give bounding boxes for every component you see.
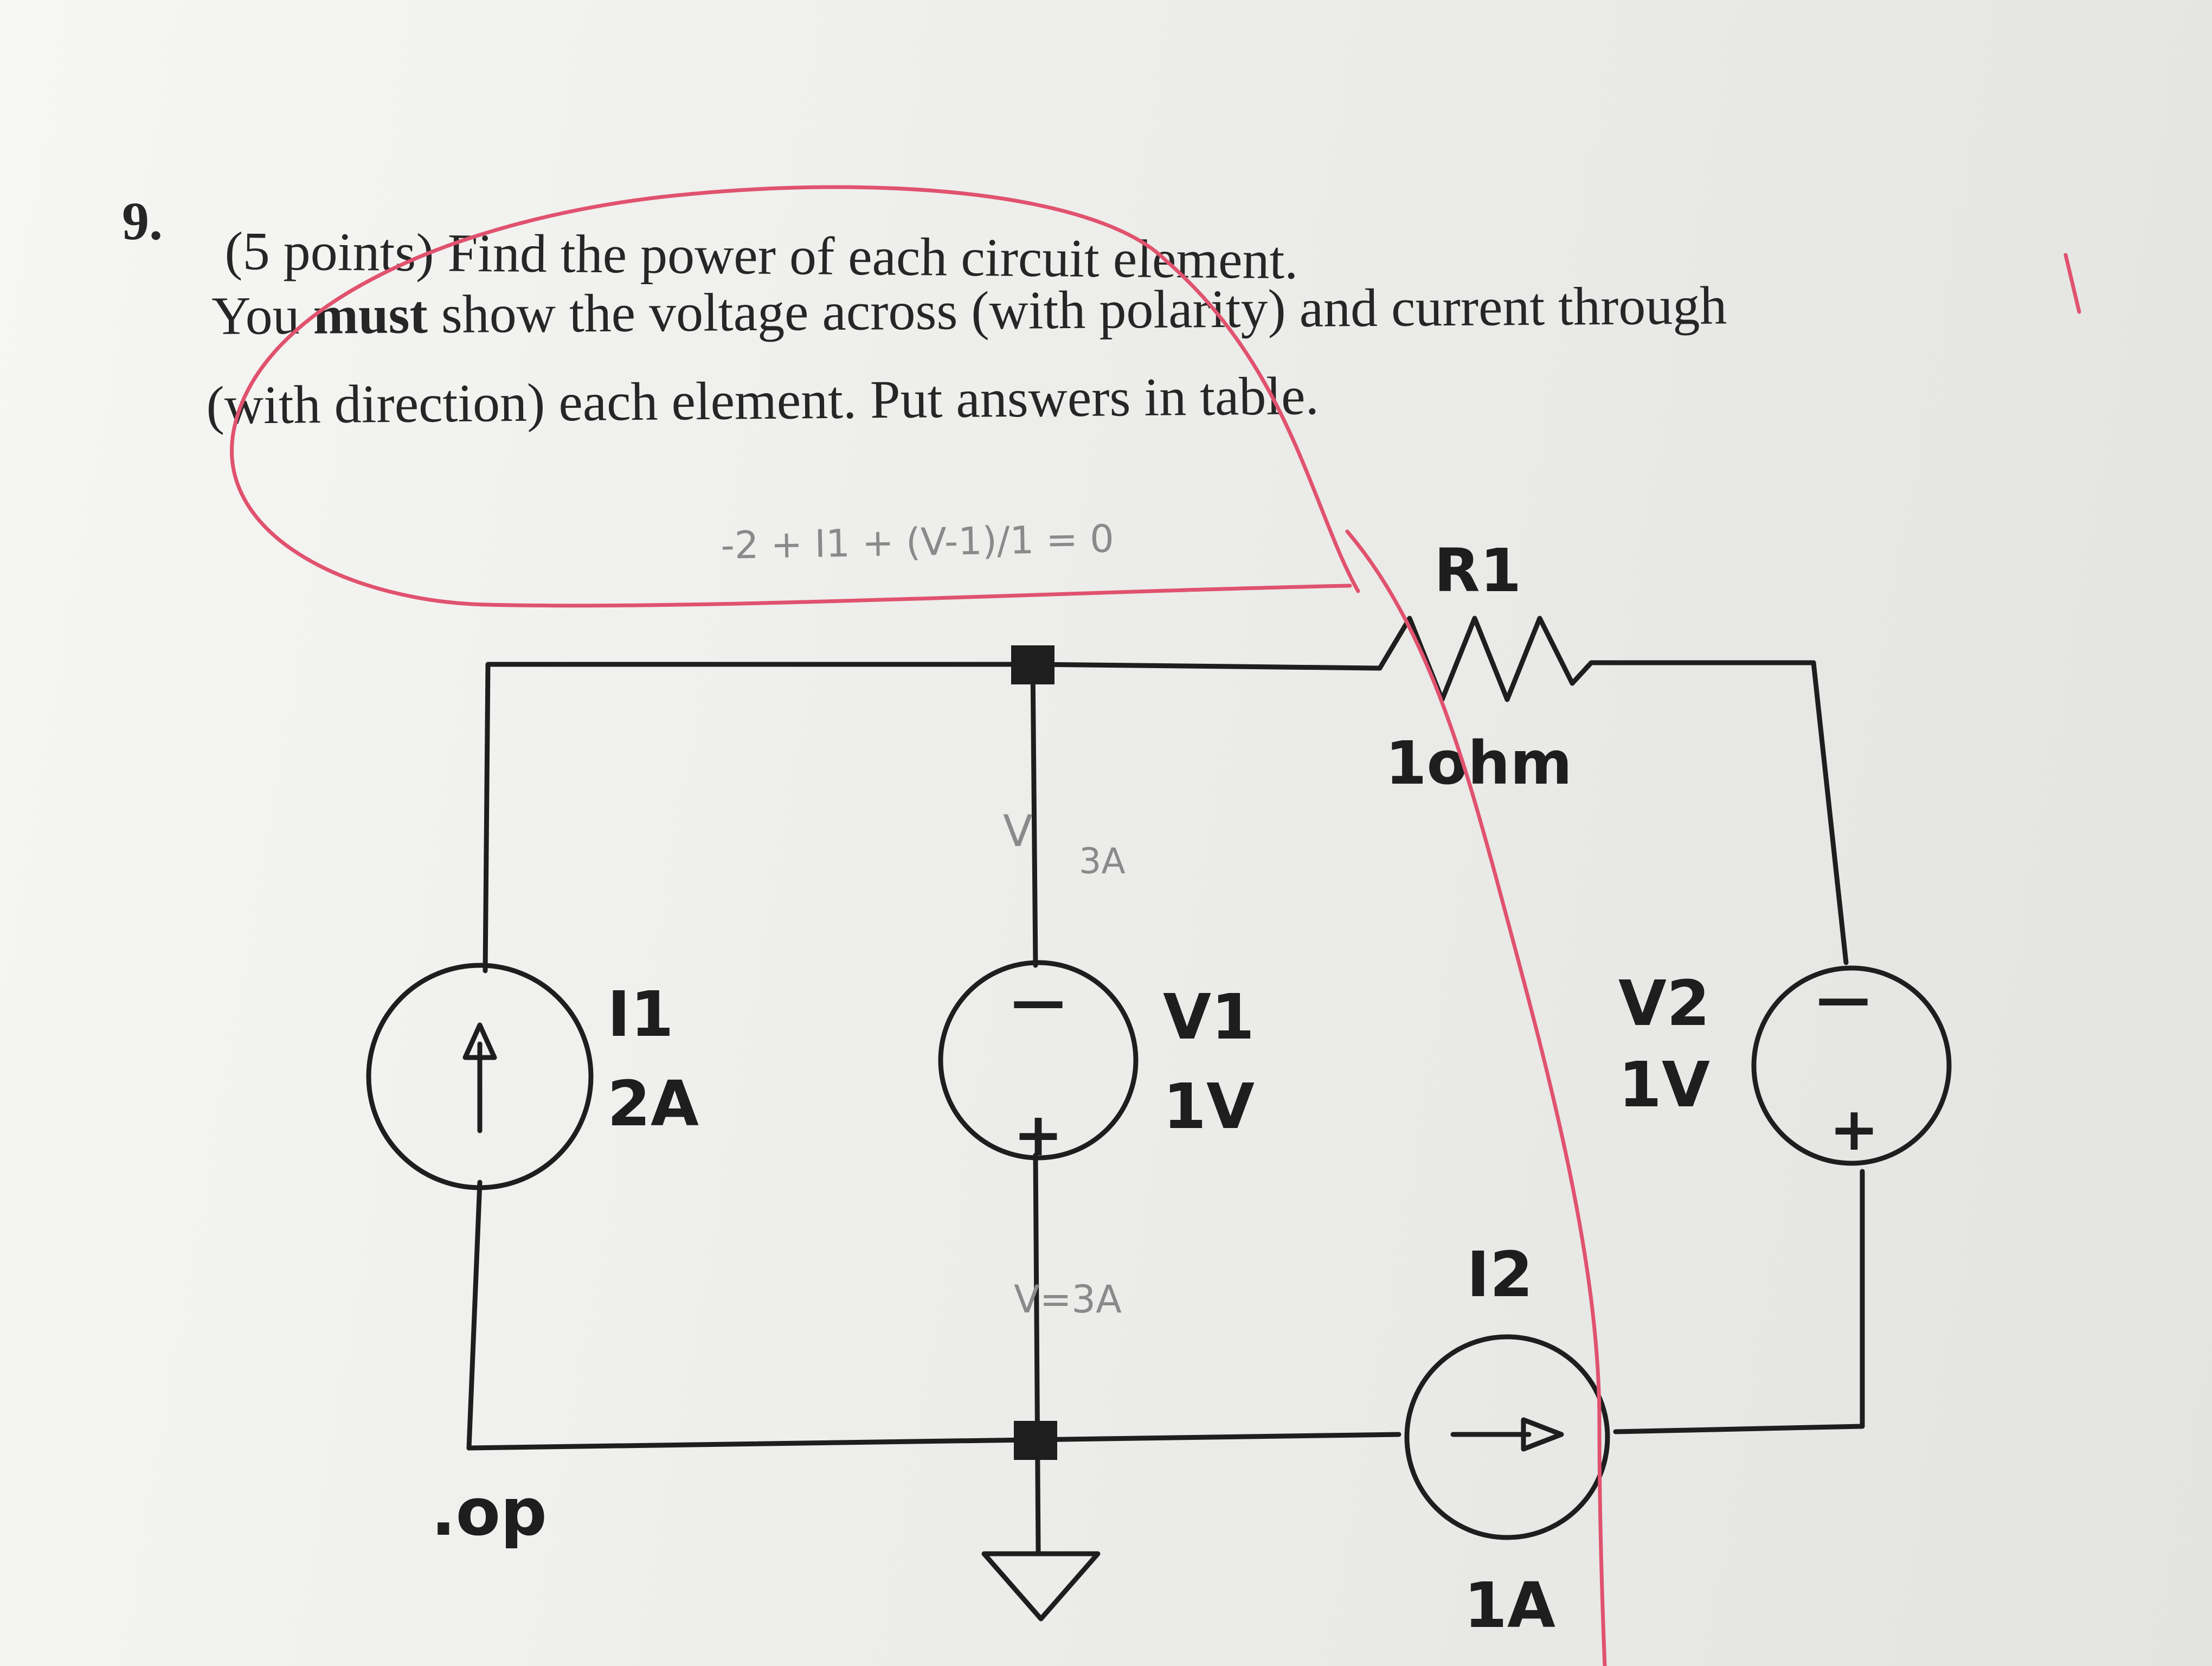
i2-value: 1A bbox=[1464, 1569, 1555, 1642]
r1-value: 1ohm bbox=[1385, 728, 1572, 798]
handwritten-v1-top: V bbox=[1003, 806, 1033, 856]
junction-top bbox=[1011, 645, 1054, 684]
v2-name: V2 bbox=[1618, 967, 1710, 1040]
v1-minus: — bbox=[1011, 969, 1065, 1033]
wire-mid-top bbox=[1030, 662, 1038, 968]
i2-arrow-head bbox=[1521, 1417, 1564, 1452]
i1-arrow-head bbox=[462, 1022, 497, 1060]
wire-mid-bottom bbox=[1033, 1152, 1041, 1554]
red-ink-line bbox=[1345, 529, 1607, 1666]
wire-right-top bbox=[1811, 660, 1849, 965]
voltage-source-v1 bbox=[938, 960, 1139, 1161]
handwritten-v1-current: 3A bbox=[1079, 841, 1126, 882]
ground-symbol bbox=[981, 1551, 1101, 1622]
red-check-mark bbox=[2063, 253, 2081, 314]
spice-directive: .op bbox=[431, 1475, 547, 1550]
i1-value: 2A bbox=[607, 1068, 699, 1140]
current-source-i2 bbox=[1404, 1334, 1610, 1540]
voltage-source-v2 bbox=[1751, 965, 1952, 1166]
v2-plus: + bbox=[1829, 1094, 1879, 1164]
wire-left-bottom bbox=[466, 1180, 483, 1451]
i1-name: I1 bbox=[607, 978, 674, 1051]
handwritten-equation: -2 + I1 + (V-1)/1 = 0 bbox=[721, 516, 1115, 568]
i2-name: I2 bbox=[1467, 1239, 1533, 1311]
v1-plus: + bbox=[1013, 1100, 1063, 1169]
r1-name: R1 bbox=[1434, 536, 1521, 605]
question-number: 9. bbox=[122, 191, 163, 251]
v1-value: 1V bbox=[1163, 1071, 1255, 1143]
current-source-i1 bbox=[366, 963, 594, 1190]
resistor-r1-symbol bbox=[1377, 616, 1816, 702]
wire-top bbox=[483, 662, 1382, 973]
v1-name: V1 bbox=[1163, 981, 1255, 1054]
wire-bottom-right bbox=[1613, 1424, 1865, 1434]
v2-value: 1V bbox=[1618, 1049, 1710, 1122]
handwritten-v1-bottom: V=3A bbox=[1014, 1277, 1122, 1322]
wire-bottom bbox=[466, 1432, 1401, 1451]
red-ink-loop bbox=[230, 185, 1360, 608]
v2-minus: — bbox=[1816, 966, 1870, 1030]
junction-bottom bbox=[1014, 1421, 1057, 1460]
